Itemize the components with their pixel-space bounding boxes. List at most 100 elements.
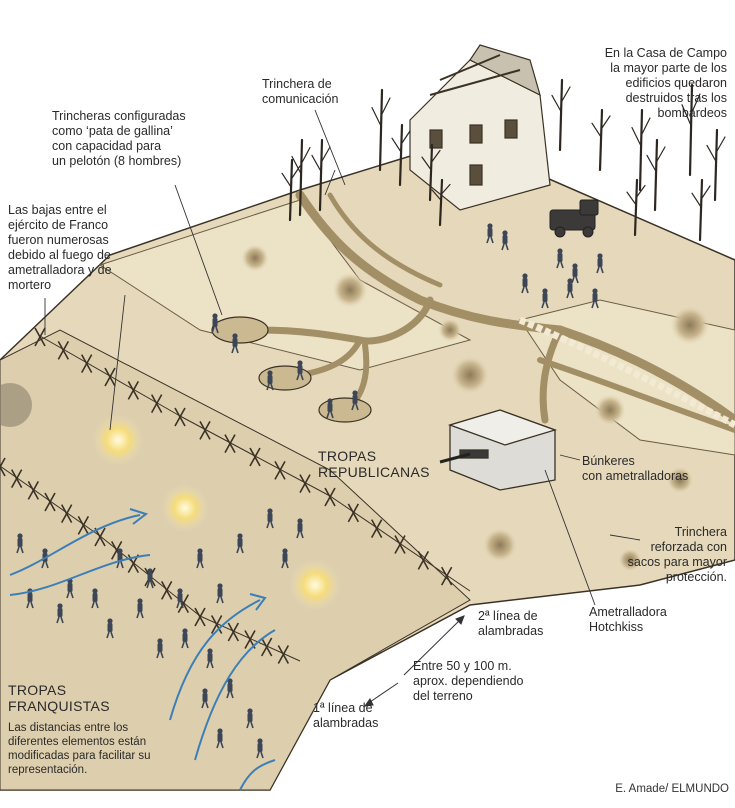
tree: [391, 123, 411, 187]
tree: [681, 83, 701, 177]
soldiers: [16, 223, 604, 759]
label-distance: Entre 50 y 100 m. aprox. dependiendo del…: [413, 659, 524, 703]
wire-stake: [417, 550, 430, 570]
soldier: [226, 678, 234, 699]
ruined-building: [409, 44, 551, 211]
wire-stake: [0, 457, 6, 469]
soldier: [501, 230, 509, 251]
soldier: [326, 398, 334, 419]
label-crows-foot-trenches: Trincheras configuradas como ‘pata de ga…: [52, 109, 186, 168]
explosions: [0, 383, 341, 611]
tree: [371, 88, 391, 172]
wire-stake: [277, 645, 290, 664]
soldier: [56, 603, 64, 624]
soldier: [106, 618, 114, 639]
wire-stake: [347, 503, 360, 523]
soldier: [196, 548, 204, 569]
wire-stake: [44, 492, 56, 512]
soldier: [246, 708, 254, 729]
tree: [646, 138, 666, 212]
soldier: [596, 253, 604, 274]
label-republican-troops: TROPAS REPUBLICANAS: [318, 448, 430, 480]
wire-stake: [274, 460, 286, 480]
wire-stake: [177, 594, 190, 614]
wire-stake: [10, 469, 23, 489]
foxhole: [318, 397, 372, 423]
wire-stake: [0, 465, 6, 477]
label-bunkers: Búnkeres con ametralladoras: [582, 454, 689, 483]
wire-stake: [210, 615, 223, 634]
soldier: [266, 508, 274, 529]
wire-stake: [394, 535, 406, 554]
label-reinforced-trench: Trinchera reforzada con sacos para mayor…: [627, 525, 727, 584]
wire-stake: [160, 580, 173, 600]
soldier: [236, 533, 244, 554]
soldier: [211, 313, 219, 334]
dead-trees: [281, 78, 726, 242]
soldier: [256, 738, 264, 759]
soldier: [296, 360, 304, 381]
wire-stake: [60, 504, 73, 524]
attack-arrows: [9, 508, 276, 791]
label-hotchkiss: Ametralladora Hotchkiss: [589, 605, 667, 634]
soldier: [201, 688, 209, 709]
wire-stake: [27, 480, 40, 500]
soldier: [541, 288, 549, 309]
label-communication-trench: Trinchera de comunicación: [262, 77, 339, 106]
wire-stake: [34, 327, 46, 347]
tree: [281, 158, 301, 222]
soldier: [176, 588, 184, 609]
soldier: [296, 518, 304, 539]
soldier: [266, 370, 274, 391]
tree: [626, 178, 646, 237]
label-first-wire-line: 1ª línea de alambradas: [313, 701, 379, 730]
truck: [549, 199, 599, 238]
soldier: [206, 648, 214, 669]
wire-stake: [194, 607, 206, 627]
wire-stake: [174, 407, 186, 427]
leader-lines: [44, 109, 641, 606]
soldier: [136, 598, 144, 619]
wire-stake: [104, 367, 116, 387]
soldier: [216, 583, 224, 604]
label-casa-de-campo: En la Casa de Campo la mayor parte de lo…: [604, 46, 727, 120]
tree: [551, 78, 571, 152]
wire-stake: [370, 519, 383, 539]
wire-stake: [150, 394, 163, 414]
wire-stake: [80, 354, 93, 374]
soldier: [156, 638, 164, 659]
label-francoist-troops: TROPAS FRANQUISTAS: [8, 682, 110, 714]
wire-stake: [57, 340, 70, 360]
soldier: [566, 278, 574, 299]
wire-strand: [329, 495, 471, 592]
tree: [291, 138, 311, 217]
wire-stake: [324, 487, 336, 507]
wire-stake: [249, 447, 261, 467]
wire-strand: [199, 615, 301, 662]
wire-strand: [0, 465, 101, 537]
craters: [241, 244, 710, 572]
wire-strand: [179, 415, 331, 497]
soldier: [521, 273, 529, 294]
tree: [311, 138, 331, 212]
tree: [706, 128, 726, 202]
barbed-wire-line-1: [34, 327, 471, 592]
label-second-wire-line: 2ª línea de alambradas: [478, 609, 544, 638]
soldier: [91, 588, 99, 609]
tree: [691, 178, 711, 242]
wire-stake: [299, 474, 311, 494]
soldier: [216, 728, 224, 749]
tree: [421, 143, 441, 202]
soldier: [486, 223, 494, 244]
foxhole: [258, 365, 312, 391]
soldier: [181, 628, 189, 649]
wire-stake: [260, 637, 273, 657]
wire-stake: [224, 434, 236, 454]
wire-strand: [39, 335, 181, 417]
wire-stake: [94, 527, 106, 547]
soldier: [16, 533, 24, 554]
credit: E. Amade/ ELMUNDO: [615, 783, 729, 795]
wire-stake: [127, 380, 140, 400]
foxhole: [211, 316, 269, 344]
